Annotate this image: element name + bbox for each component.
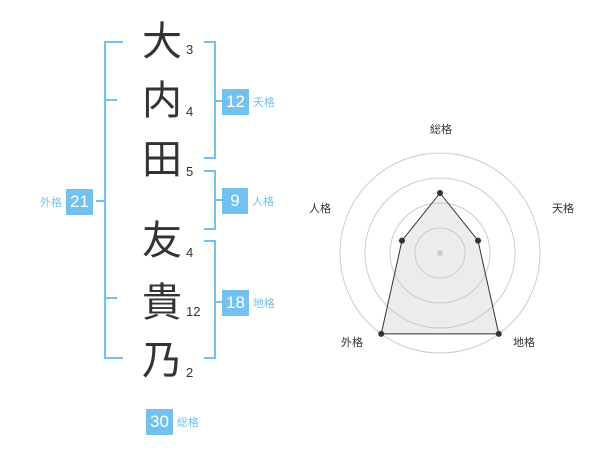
chikaku-badge: 18 地格 xyxy=(222,290,275,316)
grid-ring xyxy=(389,202,491,304)
kanji-char: 貴 xyxy=(142,280,182,326)
tenkaku-label: 天格 xyxy=(252,96,275,109)
gaikaku-label: 外格 xyxy=(40,196,62,209)
stroke-count: 4 xyxy=(186,245,194,260)
axis-label-tenkaku: 天格 xyxy=(552,201,574,215)
tenkaku-value: 12 xyxy=(222,89,249,115)
chikaku-label: 地格 xyxy=(252,297,275,310)
soukaku-value: 30 xyxy=(146,409,173,435)
soukaku-badge: 30 総格 xyxy=(146,409,199,435)
radar-point xyxy=(475,237,482,244)
kanji-char: 友 xyxy=(142,218,182,264)
tenkaku-badge: 12 天格 xyxy=(222,89,275,115)
gaikaku-value: 21 xyxy=(66,189,93,215)
jinkaku-badge: 9 人格 xyxy=(222,188,274,214)
gaikaku-badge: 外格 21 xyxy=(40,189,93,215)
kanji-char: 田 xyxy=(142,137,182,183)
axis-label-chikaku: 地格 xyxy=(513,335,535,349)
stroke-count: 12 xyxy=(186,304,201,319)
soukaku-label: 総格 xyxy=(176,416,199,429)
grid-ring xyxy=(364,177,516,329)
grid-ring xyxy=(339,152,541,354)
axis-label-jinkaku: 人格 xyxy=(309,201,331,215)
stroke-count: 4 xyxy=(186,104,194,119)
radar-point xyxy=(437,190,443,196)
radar-point xyxy=(398,237,405,244)
radar-point xyxy=(378,330,385,337)
grid-ring xyxy=(414,227,466,279)
kanji-char: 乃 xyxy=(142,338,182,384)
jinkaku-label: 人格 xyxy=(252,195,274,208)
axis-label-soukaku: 総格 xyxy=(430,122,452,136)
axis-label-gaikaku: 外格 xyxy=(341,335,363,349)
kanji-char: 内 xyxy=(142,78,182,124)
chikaku-value: 18 xyxy=(222,290,249,316)
kanji-char: 大 xyxy=(142,19,182,65)
stroke-count: 5 xyxy=(186,164,194,179)
radar-point xyxy=(495,330,502,337)
stroke-count: 2 xyxy=(186,365,194,380)
radar-center xyxy=(437,250,443,256)
stroke-count: 3 xyxy=(186,42,194,57)
radar-area xyxy=(380,192,500,335)
jinkaku-value: 9 xyxy=(222,188,248,214)
